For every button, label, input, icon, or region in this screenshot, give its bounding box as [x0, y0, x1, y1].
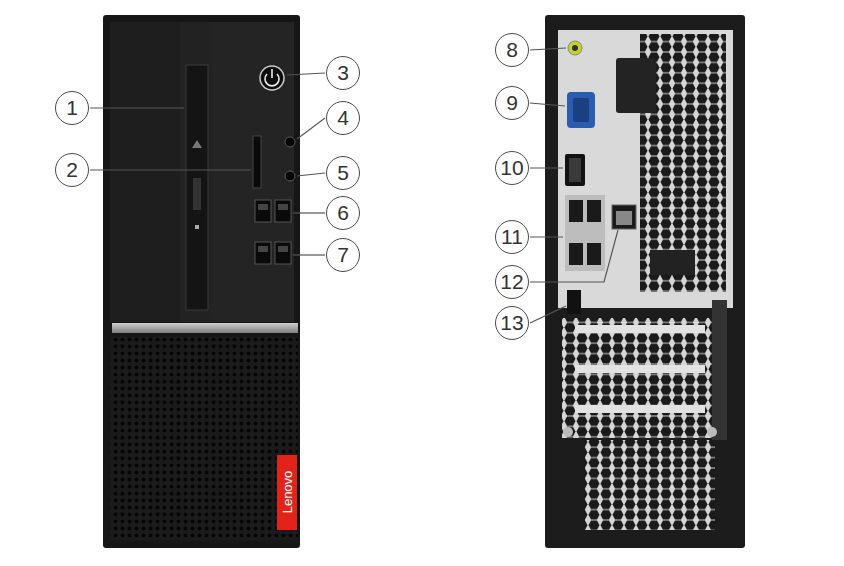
callout-number: 13 [495, 306, 529, 340]
front-case [255, 242, 271, 264]
leader-line [530, 48, 566, 50]
front-case [110, 337, 298, 541]
front-case [285, 137, 295, 147]
front-case [275, 200, 291, 222]
callout-number: 5 [326, 156, 360, 190]
callout-number: 9 [495, 86, 529, 120]
leader-line [90, 107, 184, 108]
back-case [572, 45, 578, 51]
front-case [103, 15, 300, 548]
leader-line [530, 103, 565, 106]
front-case [212, 22, 294, 322]
front-case [110, 22, 180, 322]
leader-line [530, 230, 618, 282]
front-case [278, 204, 288, 210]
back-case [563, 427, 573, 437]
front-case [193, 178, 201, 210]
front-case [253, 136, 261, 188]
leader-line [530, 167, 563, 168]
callout-number: 3 [326, 56, 360, 90]
callout-number: 2 [55, 153, 89, 187]
front-case [103, 15, 300, 548]
back-case [575, 365, 705, 373]
leader-line [293, 212, 325, 213]
front-case [258, 204, 268, 210]
front-case [278, 246, 288, 252]
front-case [260, 66, 284, 90]
leader-line [297, 118, 325, 139]
front-case [192, 140, 202, 148]
brand-logo: Lenovo [280, 471, 295, 514]
leader-line [530, 236, 563, 237]
callout-number: 11 [495, 220, 529, 254]
back-case [562, 318, 717, 438]
front-case [255, 200, 271, 222]
back-case [587, 243, 601, 265]
back-case [616, 211, 632, 225]
callout-number: 8 [495, 33, 529, 67]
leader-line [297, 173, 325, 176]
back-case [569, 200, 583, 222]
leader-line [90, 48, 618, 323]
front-case [110, 22, 294, 322]
back-case [650, 250, 695, 275]
back-case [612, 205, 636, 229]
back-case [567, 92, 595, 128]
callout-number: 10 [495, 151, 529, 185]
back-case [712, 300, 727, 440]
back-case [707, 427, 717, 437]
leader-line [287, 73, 325, 75]
callout-number: 12 [495, 265, 529, 299]
front-case [275, 242, 291, 264]
back-case [575, 325, 705, 333]
back-case [573, 98, 589, 122]
back-case [585, 440, 715, 530]
front-case [285, 171, 295, 181]
leader-line [90, 169, 251, 170]
front-case [186, 65, 208, 310]
leader-line [293, 254, 325, 255]
back-case [565, 195, 605, 271]
front-case [112, 323, 298, 333]
back-case [569, 243, 583, 265]
back-case [565, 154, 585, 186]
back-case [568, 41, 582, 55]
back-case [567, 290, 581, 314]
front-case [195, 225, 199, 229]
front-case [277, 455, 297, 530]
callout-number: 7 [326, 238, 360, 272]
front-case [271, 69, 273, 78]
back-case [558, 30, 733, 308]
leader-line [530, 306, 566, 323]
back-case [575, 405, 705, 413]
back-case [616, 58, 656, 113]
front-case [258, 246, 268, 252]
callout-number: 4 [326, 101, 360, 135]
callout-number: 1 [55, 91, 89, 125]
back-case [587, 200, 601, 222]
back-case [569, 158, 581, 182]
callout-number: 6 [326, 196, 360, 230]
